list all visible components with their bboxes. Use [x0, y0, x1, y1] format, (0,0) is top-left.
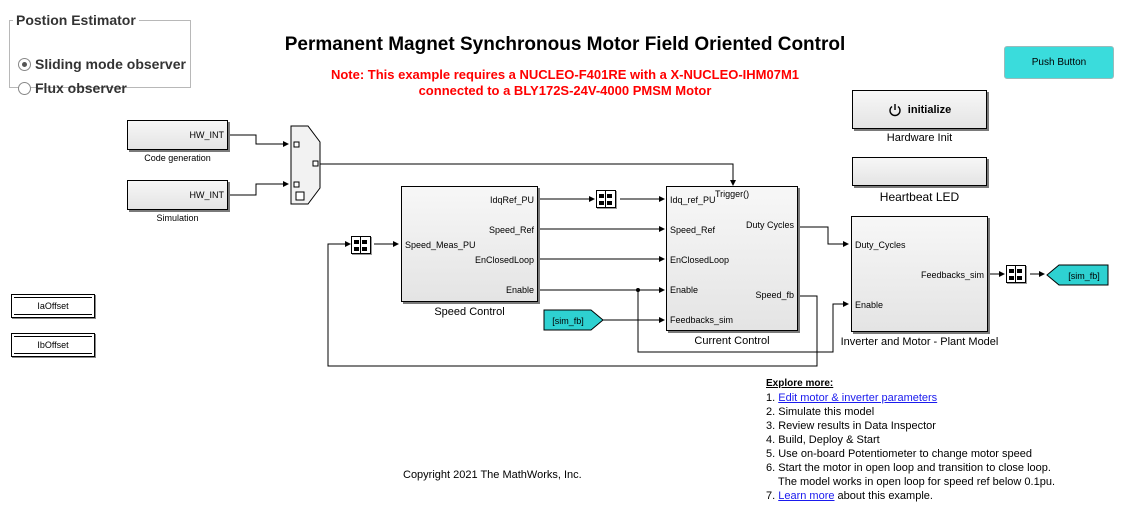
- speed-control-out-enclosedloop: EnClosedLoop: [474, 255, 534, 265]
- explore-item-4: 4. Build, Deploy & Start: [766, 433, 1055, 447]
- explore-more-panel: Explore more: 1. Edit motor & inverter p…: [766, 377, 1055, 503]
- sim-fb-goto-tag[interactable]: [1046, 264, 1110, 287]
- explore-item-6: 6. Start the motor in open loop and tran…: [766, 461, 1055, 475]
- simulation-block[interactable]: HW_INT: [127, 180, 228, 210]
- bus-selector-feedback[interactable]: [1006, 265, 1026, 283]
- explore-num: 6.: [766, 462, 779, 474]
- ib-offset-label: IbOffset: [14, 336, 92, 354]
- heartbeat-led-caption: Heartbeat LED: [879, 190, 960, 204]
- explore-item-6-cont: The model works in open loop for speed r…: [766, 475, 1055, 489]
- radio-sliding-mode[interactable]: Sliding mode observer: [18, 56, 186, 72]
- bus-selector-icon: [599, 191, 612, 207]
- explore-text: about this example.: [834, 490, 933, 502]
- power-icon: [889, 103, 901, 116]
- copyright-text: Copyright 2021 The MathWorks, Inc.: [403, 469, 582, 481]
- explore-item-1: 1. Edit motor & inverter parameters: [766, 391, 1055, 405]
- radio-flux-observer-label: Flux observer: [35, 80, 127, 96]
- current-control-out-speedfb: Speed_fb: [755, 290, 794, 300]
- speed-control-out-idqref: IdqRef_PU: [489, 195, 534, 205]
- radio-flux-observer[interactable]: Flux observer: [18, 80, 127, 96]
- plant-out-feedbacks: Feedbacks_sim: [920, 270, 984, 280]
- explore-num: 7.: [766, 490, 779, 502]
- explore-text: Start the motor in open loop and transit…: [778, 462, 1051, 474]
- explore-item-3: 3. Review results in Data Inspector: [766, 419, 1055, 433]
- page-title: Permanent Magnet Synchronous Motor Field…: [284, 34, 846, 55]
- position-estimator-group: Postion Estimator Sliding mode observer …: [9, 12, 191, 96]
- ib-offset-block[interactable]: IbOffset: [11, 333, 95, 357]
- learn-more-link[interactable]: Learn more: [778, 490, 835, 502]
- current-control-out-duty: Duty Cycles: [745, 220, 794, 230]
- ia-offset-block[interactable]: IaOffset: [11, 294, 95, 318]
- plant-model-block[interactable]: Duty_Cycles Enable Feedbacks_sim: [851, 216, 988, 332]
- explore-text: Simulate this model: [778, 406, 875, 418]
- bus-selector-idq[interactable]: [596, 190, 616, 208]
- hardware-init-label: initialize: [907, 103, 952, 116]
- explore-num: 3.: [766, 420, 779, 432]
- current-control-trigger: Trigger(): [715, 189, 750, 199]
- hardware-init-block[interactable]: initialize: [852, 90, 987, 129]
- current-control-in-speedref: Speed_Ref: [670, 225, 716, 235]
- speed-control-out-enable: Enable: [505, 285, 534, 295]
- bus-selector-icon: [354, 237, 367, 253]
- current-control-in-feedbacks: Feedbacks_sim: [670, 315, 734, 325]
- hardware-init-caption: Hardware Init: [886, 132, 953, 144]
- push-button[interactable]: Push Button: [1004, 46, 1114, 79]
- explore-text: Build, Deploy & Start: [778, 434, 880, 446]
- bus-selector-icon: [1009, 266, 1022, 282]
- code-generation-caption: Code generation: [144, 153, 211, 163]
- bus-selector-speed[interactable]: [351, 236, 371, 254]
- explore-num: 5.: [766, 448, 779, 460]
- push-button-label: Push Button: [1031, 57, 1087, 68]
- explore-item-2: 2. Simulate this model: [766, 405, 1055, 419]
- plant-in-enable: Enable: [855, 300, 884, 310]
- speed-control-caption: Speed Control: [434, 306, 505, 318]
- variant-switch[interactable]: [288, 124, 324, 208]
- speed-control-out-speedref: Speed_Ref: [488, 225, 534, 235]
- speed-control-in-port: Speed_Meas_PU: [405, 240, 476, 250]
- current-control-in-idq: Idq_ref_PU: [670, 195, 716, 205]
- current-control-caption: Current Control: [694, 335, 770, 347]
- radio-sliding-mode-label: Sliding mode observer: [35, 56, 186, 72]
- explore-num: 2.: [766, 406, 779, 418]
- explore-text: Use on-board Potentiometer to change mot…: [778, 448, 1032, 460]
- explore-item-7: 7. Learn more about this example.: [766, 489, 1055, 503]
- speed-control-block[interactable]: Speed_Meas_PU IdqRef_PU Speed_Ref EnClos…: [401, 186, 538, 302]
- current-control-block[interactable]: Trigger() Idq_ref_PU Speed_Ref EnClosedL…: [666, 186, 798, 331]
- plant-in-duty: Duty_Cycles: [855, 240, 906, 250]
- explore-num: 1.: [766, 392, 779, 404]
- current-control-in-enable: Enable: [670, 285, 699, 295]
- explore-text: The model works in open loop for speed r…: [778, 476, 1055, 488]
- position-estimator-legend: Postion Estimator: [16, 12, 136, 28]
- explore-num: 4.: [766, 434, 779, 446]
- plant-model-caption: Inverter and Motor - Plant Model: [840, 336, 999, 348]
- edit-parameters-link[interactable]: Edit motor & inverter parameters: [778, 392, 938, 404]
- explore-text: Review results in Data Inspector: [778, 420, 936, 432]
- code-generation-block[interactable]: HW_INT: [127, 120, 228, 150]
- explore-item-5: 5. Use on-board Potentiometer to change …: [766, 447, 1055, 461]
- note-line-1: Note: This example requires a NUCLEO-F40…: [330, 67, 800, 82]
- simulation-port: HW_INT: [189, 190, 225, 200]
- radio-unselected-icon: [18, 81, 31, 95]
- heartbeat-led-block[interactable]: [852, 157, 987, 186]
- note-line-2: connected to a BLY172S-24V-4000 PMSM Mot…: [418, 83, 712, 98]
- sim-fb-from-tag[interactable]: [543, 309, 605, 332]
- current-control-in-enclosedloop: EnClosedLoop: [670, 255, 730, 265]
- radio-selected-icon: [18, 57, 31, 71]
- code-gen-port: HW_INT: [189, 130, 225, 140]
- explore-heading: Explore more:: [766, 378, 834, 389]
- ia-offset-label: IaOffset: [14, 297, 92, 315]
- simulation-caption: Simulation: [156, 213, 199, 223]
